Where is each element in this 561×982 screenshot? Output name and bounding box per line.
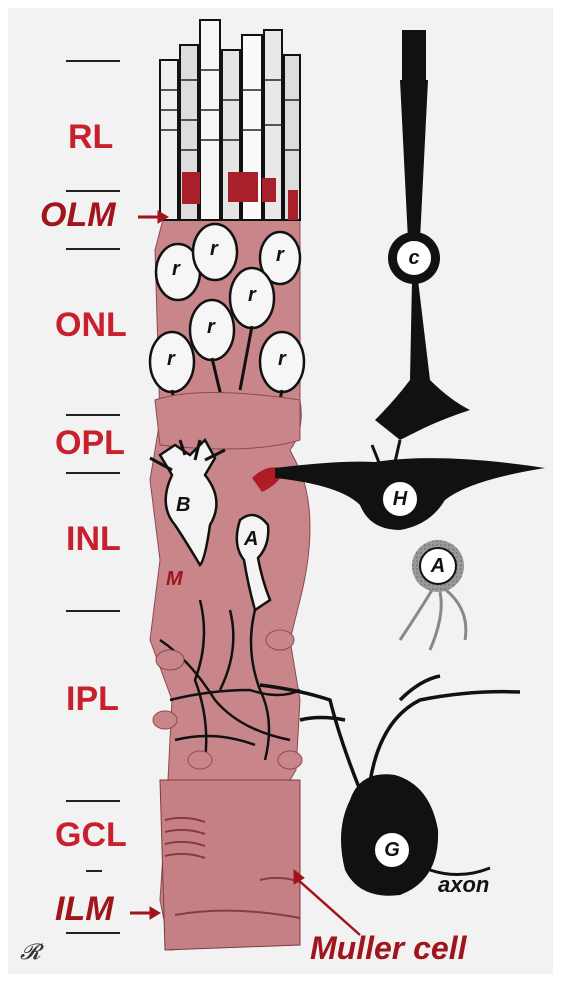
layer-label-gcl: GCL [55,816,127,855]
rod-label-5: r [207,316,215,339]
rod-label-3: r [276,244,284,267]
muller-cell-label: Muller cell [310,930,467,967]
artist-signature: 𝓡 [20,940,41,965]
muller-cell-foot [160,780,300,950]
bipolar-label: B [176,494,190,517]
rule-bottom [66,932,120,934]
opl-synaptic-region [155,393,300,450]
ganglion-label: G [373,831,411,869]
rod-label-2: r [210,238,218,261]
axon-label: axon [438,872,489,898]
layer-label-inl: INL [66,520,121,559]
rule-gcl-ilm [86,870,102,872]
rod-label-4: r [248,284,256,307]
rule-onl-opl [66,414,120,416]
layer-label-olm: OLM [40,196,116,235]
layer-label-ipl: IPL [66,680,119,719]
rule-olm-onl [66,248,120,250]
cone-label: c [395,239,433,277]
layer-label-opl: OPL [55,424,125,463]
rule-opl-inl [66,472,120,474]
rule-inl-ipl [66,610,120,612]
rod-label-6: r [167,348,175,371]
layer-label-rl: RL [68,118,113,157]
horizontal-label: H [381,480,419,518]
rule-rl-olm [66,190,120,192]
layer-label-ilm: ILM [55,890,114,929]
rule-top [66,60,120,62]
muller-m-label: M [166,568,183,591]
rod-label-1: r [172,258,180,281]
layer-label-onl: ONL [55,306,127,345]
amacrine-right-label: A [419,547,457,585]
rod-label-7: r [278,348,286,371]
rule-ipl-gcl [66,800,120,802]
amacrine-label: A [244,528,258,551]
